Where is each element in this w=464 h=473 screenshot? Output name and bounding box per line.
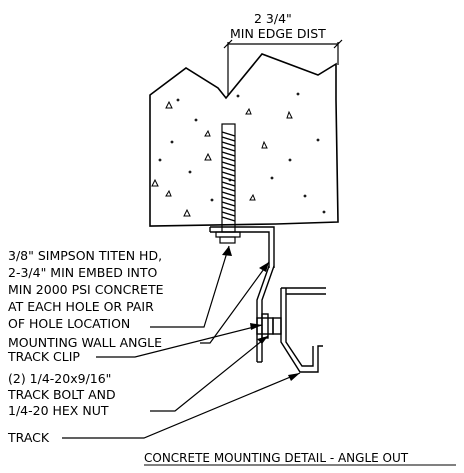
anchor-callout-line-4: AT EACH HOLE OR PAIR (8, 299, 154, 314)
track-callout: TRACK (7, 430, 50, 445)
leader-arrowheads (222, 246, 300, 381)
concrete-speckles (151, 92, 326, 217)
leader-lines (62, 245, 301, 439)
bolt-callout-line-2: TRACK BOLT AND (7, 387, 116, 402)
anchor-callout-line-3: MIN 2000 PSI CONCRETE (8, 282, 164, 297)
anchor-callout-line-2: 2-3/4" MIN EMBED INTO (8, 265, 158, 280)
track (280, 287, 326, 373)
track-clip (256, 265, 282, 363)
bolt-callout-line-3: 1/4-20 HEX NUT (8, 403, 109, 418)
clip-callout: TRACK CLIP (7, 349, 80, 364)
concrete-block (149, 53, 339, 227)
anchor-callout-line-1: 3/8" SIMPSON TITEN HD, (8, 248, 162, 263)
detail-caption: CONCRETE MOUNTING DETAIL - ANGLE OUT (144, 451, 409, 465)
dimension-value: 2 3/4" (254, 11, 292, 26)
dimension-label: MIN EDGE DIST (230, 26, 326, 41)
mounting-wall-angle (209, 226, 275, 268)
angle-callout: MOUNTING WALL ANGLE (8, 335, 162, 350)
anchor-callout-line-5: OF HOLE LOCATION (8, 316, 130, 331)
bolt-callout-line-1: (2) 1/4-20x9/16" (8, 371, 111, 386)
